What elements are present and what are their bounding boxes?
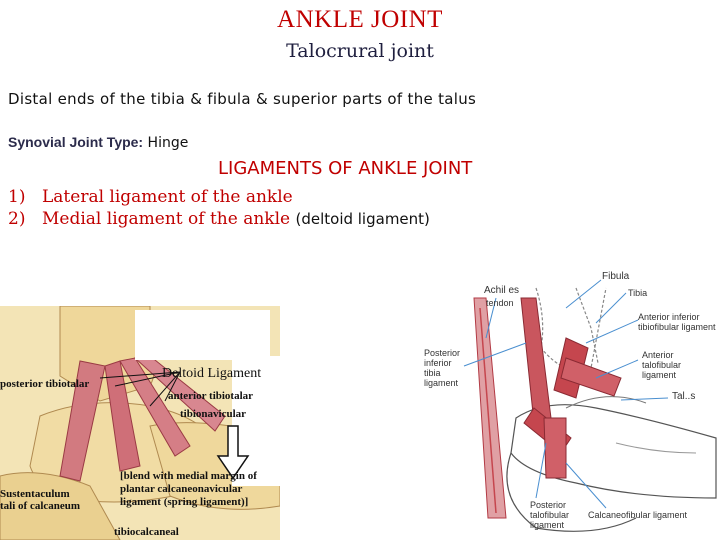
label-tibionavicular: tibionavicular [180,408,247,420]
page-subtitle: Talocrural joint [286,40,434,62]
label-calcaneofibular: Calcaneofibular ligament [588,510,688,520]
list-number: 1) [8,187,26,207]
label-talus: Tal..s [672,391,696,402]
label-ant-inf-tibiofibular-2: tibiofibular ligament [638,322,716,332]
joint-type: Synovial Joint Type: Hinge [8,134,188,151]
list-item-note: (deltoid ligament) [295,210,430,228]
joint-type-label: Synovial Joint Type: [8,134,144,150]
page-title: ANKLE JOINT [277,6,443,33]
medial-ankle-figure: Deltoid Ligament posterior tibiotalar an… [0,306,280,540]
label-blend-1: [blend with medial margin of [120,470,257,482]
label-sustentaculum-2: tali of calcaneum [0,500,81,512]
label-sustentaculum: Sustentaculum [0,488,70,500]
label-fibula: Fibula [602,271,630,282]
joint-type-value: Hinge [143,135,189,151]
label-post-inf-tib-3: tibia [424,368,441,378]
medial-ankle-illustration [0,306,280,540]
label-achilles-2: tendon [486,298,514,308]
label-anterior-tibiotalar: anterior tibiotalar [168,390,254,402]
label-ant-inf-tibiofibular: Anterior inferior [638,312,700,322]
intro-text: Distal ends of the tibia & fibula & supe… [8,90,477,108]
label-tibiocalcaneal: tibiocalcaneal [114,526,179,538]
label-posterior-tibiotalar: posterior tibiotalar [0,378,90,390]
ligament-list: 1) Lateral ligament of the ankle 2) Medial… [8,186,430,230]
list-item: 2) Medial ligament of the ankle (deltoid … [8,208,430,230]
list-item: 1) Lateral ligament of the ankle [8,186,430,208]
label-tibia: Tibia [628,288,648,298]
ligaments-heading: LIGAMENTS OF ANKLE JOINT [218,158,473,179]
deltoid-ligament-title: Deltoid Ligament [162,366,262,381]
label-post-talofibular: Posterior [530,500,567,510]
label-ant-talofibular-2: talofibular [642,360,682,370]
label-blend-3: ligament (spring ligament)] [120,496,249,508]
label-post-inf-tib: Posterior [424,348,461,358]
label-post-inf-tib-2: inferior [424,358,452,368]
lateral-ankle-figure: Fibula Tibia Achil es tendon Anterior in… [416,268,720,540]
label-ant-talofibular: Anterior [642,350,674,360]
lateral-ankle-illustration [463,279,717,532]
list-item-text: Medial ligament of the ankle [42,209,296,229]
label-post-talofibular-2: talofibular [530,510,570,520]
label-achilles: Achil es [484,285,520,296]
list-number: 2) [8,209,26,229]
label-ant-talofibular-3: ligament [642,370,677,380]
label-post-inf-tib-4: ligament [424,378,459,388]
label-post-talofibular-3: ligament [530,520,565,530]
label-blend-2: plantar calcaneonavicular [120,483,243,495]
list-item-text: Lateral ligament of the ankle [42,187,293,207]
